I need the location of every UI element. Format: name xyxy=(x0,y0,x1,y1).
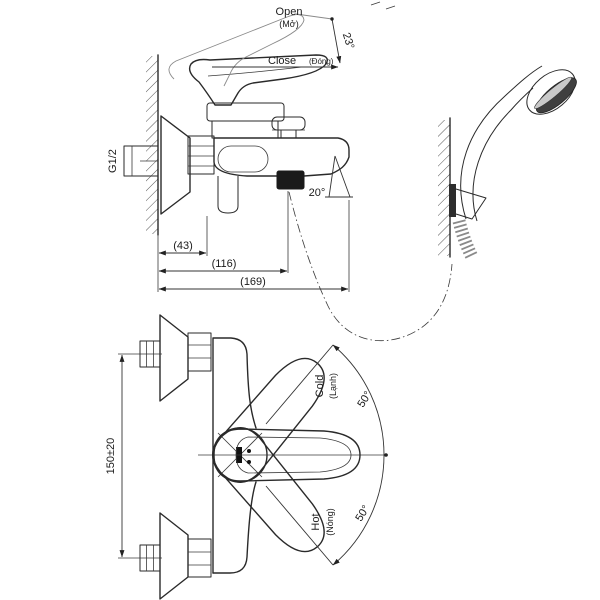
shower-face-ring xyxy=(534,76,572,109)
cold-label: Cold xyxy=(314,375,326,398)
shower-head xyxy=(526,69,577,115)
wall-hatching xyxy=(146,56,158,234)
angle-vertex-dot xyxy=(330,17,334,21)
body-contour xyxy=(217,145,269,173)
tick-mark xyxy=(370,1,381,6)
diverter-knob xyxy=(271,116,306,138)
wall-section-right xyxy=(438,117,451,258)
wall-section xyxy=(146,54,159,292)
check-valve-housing xyxy=(217,176,239,214)
lever-angle-label: 23° xyxy=(340,31,357,51)
tick-mark xyxy=(385,5,396,10)
inlet-top xyxy=(139,314,212,402)
escutcheon-front xyxy=(159,512,189,600)
close-sublabel: (Đóng) xyxy=(309,57,334,66)
wall-hatching xyxy=(438,120,450,256)
dim-169-label: (169) xyxy=(240,276,266,288)
escutcheon-side xyxy=(160,115,191,215)
inlet-bottom xyxy=(139,512,212,600)
open-sublabel: (Mở) xyxy=(279,19,298,29)
lever-closed xyxy=(188,54,328,139)
inlet-pipe: G1/2 xyxy=(107,145,159,177)
hot-arc xyxy=(332,454,385,566)
hose-routing-curve xyxy=(288,191,453,342)
lever-open-ghost xyxy=(168,13,333,87)
hot-angle-label: 50° xyxy=(353,503,372,523)
lever-bonnet xyxy=(206,102,285,139)
cold-angle-label: 50° xyxy=(355,389,374,409)
handle-inner-contour xyxy=(235,436,352,474)
spout-aerator xyxy=(276,170,305,190)
spout-angle-annotation: 20° xyxy=(309,155,353,199)
shower-handle xyxy=(460,65,543,222)
hot-sublabel: (Nóng) xyxy=(325,508,335,536)
inlet-spacing-label: 150±20 xyxy=(105,438,117,475)
shower-bracket xyxy=(449,184,487,220)
depth-dimensions: (43) (116) (169) xyxy=(158,191,350,292)
lever-angle-line xyxy=(331,18,342,64)
cold-sublabel: (Lạnh) xyxy=(328,373,338,399)
dim-116-label: (116) xyxy=(212,258,237,270)
connector-rings xyxy=(187,332,212,372)
open-close-annotation: Open (Mở) Close (Đóng) 23° xyxy=(212,1,396,70)
side-view: G1/2 xyxy=(107,1,396,292)
open-label: Open xyxy=(276,6,303,18)
escutcheon-front xyxy=(159,314,189,402)
front-view: Cold (Lạnh) 50° Hot (Nóng) 50° 150±20 xyxy=(105,314,388,600)
close-label: Close xyxy=(268,55,296,67)
hot-label: Hot xyxy=(310,513,322,530)
collar-nut xyxy=(187,135,215,175)
dim-43-label: (43) xyxy=(173,240,193,252)
connector-rings xyxy=(187,538,212,578)
thread-size-label: G1/2 xyxy=(107,149,119,173)
shower-hose-ribbed xyxy=(452,219,478,260)
faucet-body-side xyxy=(213,116,350,214)
inlet-spacing-dimension: 150±20 xyxy=(105,353,162,559)
hand-shower xyxy=(288,65,577,342)
spout-angle-label: 20° xyxy=(309,187,326,199)
cold-arc xyxy=(332,344,385,456)
